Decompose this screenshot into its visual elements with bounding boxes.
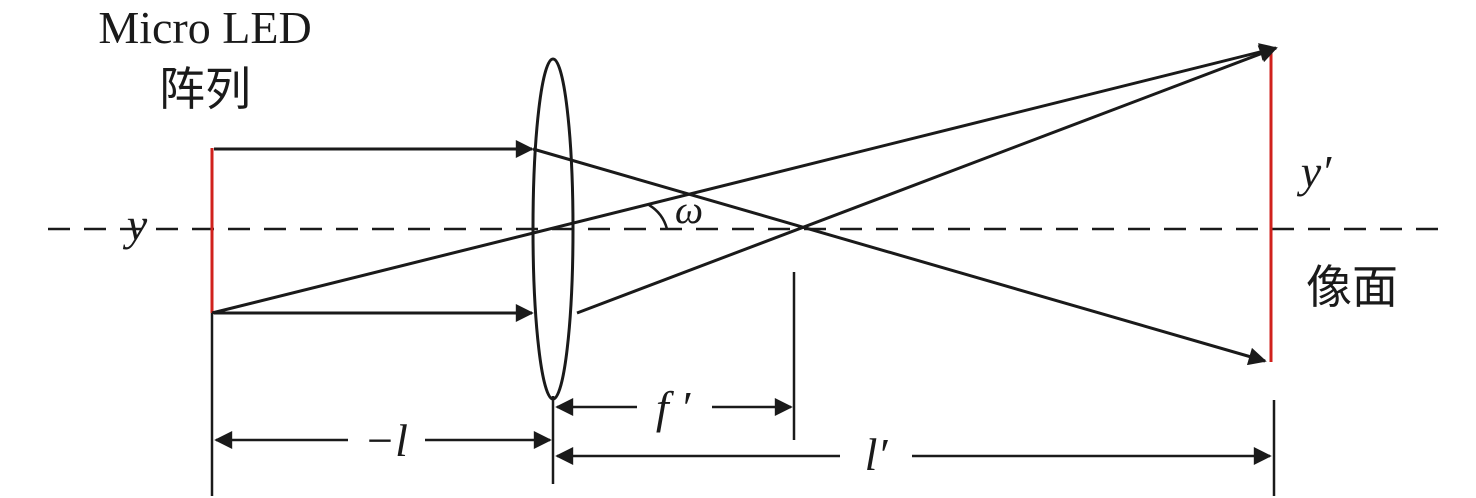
object-distance-label: −l xyxy=(364,415,408,466)
source-label-line2: 阵列 xyxy=(159,64,251,115)
focal-length-label: f ′ xyxy=(656,382,691,433)
image-plane-label: 像面 xyxy=(1306,262,1398,313)
source-label-line1: Micro LED xyxy=(98,2,311,53)
angle-arc xyxy=(648,203,669,230)
image-height-label: y′ xyxy=(1297,146,1332,197)
ray-chief xyxy=(211,43,1278,315)
ray-bottom-refracted xyxy=(576,45,1278,315)
angle-label: ω xyxy=(675,187,703,232)
object-height-label: y xyxy=(123,199,148,250)
ray-top-refracted xyxy=(532,147,1267,366)
image-distance-label: l′ xyxy=(865,429,889,480)
